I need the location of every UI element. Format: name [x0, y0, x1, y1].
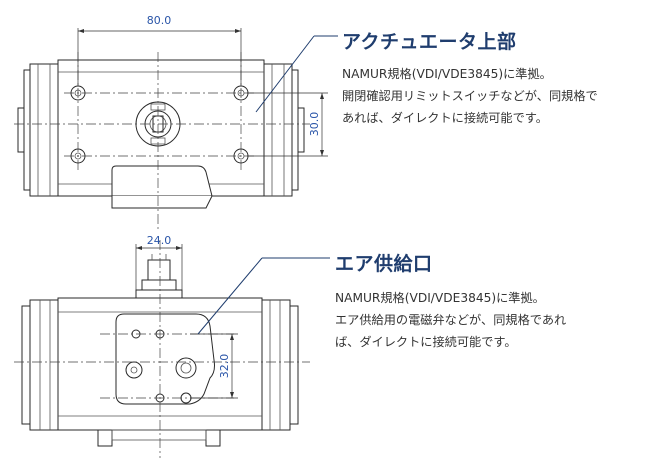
actuator-side-view: [14, 240, 310, 458]
leader-line-bottom: [197, 257, 330, 335]
description-line: ば、ダイレクトに接続可能です。: [335, 335, 517, 349]
actuator-top-view: [14, 28, 328, 232]
description-line: 開閉確認用リミットスイッチなどが、同規格で: [342, 89, 598, 103]
dimension-label-top-width: 80.0: [147, 14, 172, 27]
description-line: NAMUR規格(VDI/VDE3845)に準拠。: [342, 67, 552, 81]
description-line: NAMUR規格(VDI/VDE3845)に準拠。: [335, 291, 545, 305]
description-line: あれば、ダイレクトに接続可能です。: [342, 111, 548, 125]
section-description-actuator-top: NAMUR規格(VDI/VDE3845)に準拠。 開閉確認用リミットスイッチなど…: [342, 63, 598, 129]
section-description-air-supply: NAMUR規格(VDI/VDE3845)に準拠。 エア供給用の電磁弁などが、同規…: [335, 287, 566, 353]
section-title-actuator-top: アクチュエータ上部: [342, 31, 517, 53]
description-line: エア供給用の電磁弁などが、同規格であれ: [335, 313, 567, 327]
dimension-label-bottom-height: 32.0: [218, 354, 231, 379]
section-title-air-supply: エア供給口: [335, 253, 433, 275]
dimension-label-bottom-width: 24.0: [147, 234, 172, 247]
leader-line-top: [255, 35, 338, 113]
dimension-label-top-height: 30.0: [308, 112, 321, 137]
